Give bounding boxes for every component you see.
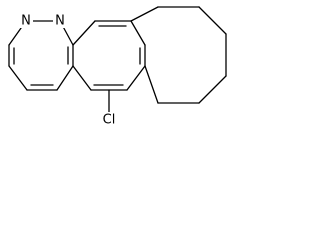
- bond: [198, 6, 227, 35]
- bond: [130, 20, 146, 46]
- nitrogen-atom-left: N: [21, 14, 31, 29]
- bonds: [8, 6, 227, 114]
- n2-label-background: [53, 14, 67, 28]
- chemical-structure: N N Cl: [8, 6, 227, 128]
- bond: [72, 20, 96, 46]
- bond: [130, 6, 159, 22]
- nitrogen-atom-center: N: [55, 14, 65, 29]
- bond: [8, 65, 28, 91]
- n1-label-background: [19, 14, 33, 28]
- bond: [72, 65, 92, 91]
- atom-labels: N N Cl: [19, 14, 119, 128]
- cl-label-background: [100, 112, 119, 127]
- bond: [144, 65, 159, 104]
- bond: [198, 75, 227, 104]
- bond: [126, 65, 146, 91]
- bond: [56, 65, 74, 91]
- chlorine-atom: Cl: [103, 113, 116, 128]
